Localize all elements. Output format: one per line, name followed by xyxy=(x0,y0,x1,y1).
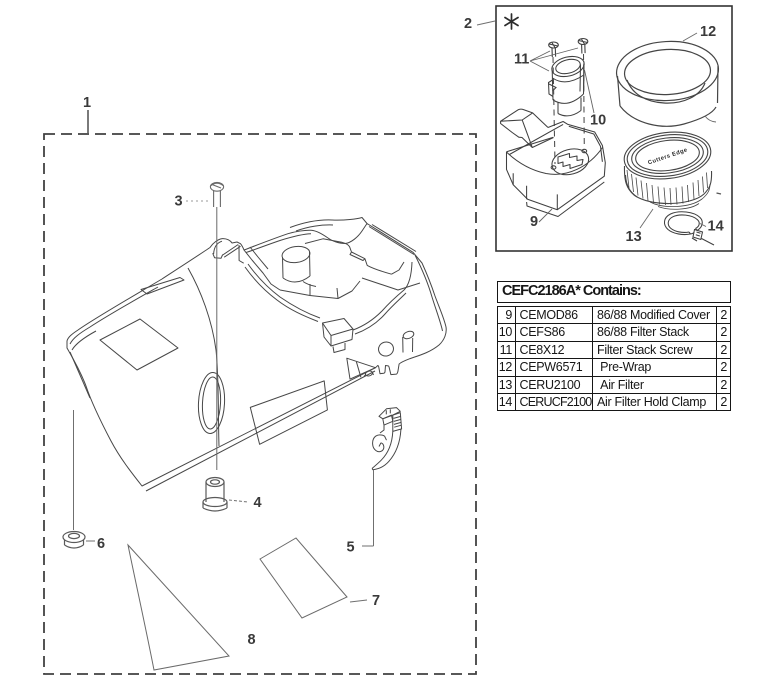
svg-text:5: 5 xyxy=(347,540,355,556)
svg-text:4: 4 xyxy=(254,495,262,511)
svg-text:2: 2 xyxy=(464,16,472,32)
svg-text:9: 9 xyxy=(530,214,538,230)
svg-text:1: 1 xyxy=(83,95,91,111)
svg-text:10: 10 xyxy=(590,113,606,129)
svg-text:11: 11 xyxy=(514,52,529,68)
svg-text:3: 3 xyxy=(175,194,183,210)
svg-text:13: 13 xyxy=(626,229,642,245)
svg-text:12: 12 xyxy=(700,24,716,40)
svg-text:8: 8 xyxy=(248,632,256,648)
svg-text:14: 14 xyxy=(708,219,724,235)
svg-text:Cutters Edge: Cutters Edge xyxy=(647,147,688,166)
svg-text:6: 6 xyxy=(97,536,105,552)
svg-text:7: 7 xyxy=(372,593,380,609)
